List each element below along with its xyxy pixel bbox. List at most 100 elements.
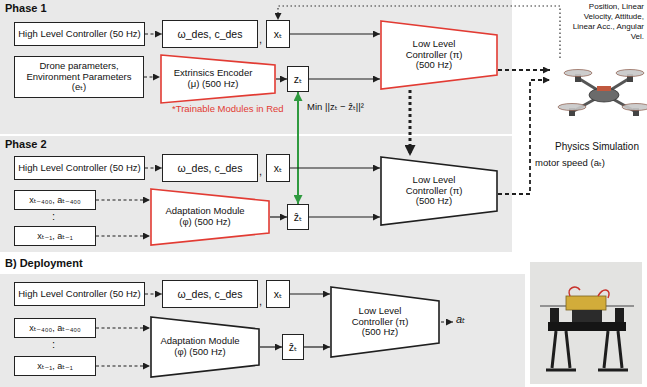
- history-box: xₜ₋₁, aₜ₋₁: [14, 356, 96, 376]
- drone-rotor: [558, 104, 586, 111]
- drone-rotor: [622, 104, 647, 111]
- signal-name: ẑₜ: [289, 341, 297, 353]
- motor: [615, 308, 624, 324]
- connector: [276, 78, 287, 79]
- connector: [290, 167, 380, 168]
- history-box: xₜ₋₄₀₀, aₜ₋₄₀₀: [14, 190, 96, 210]
- ellipsis-mark: :: [52, 338, 55, 351]
- box-label: High Level Controller (50 Hz): [18, 29, 141, 40]
- connector: [96, 327, 150, 328]
- connector: [145, 33, 162, 34]
- latent-box: ẑₜ: [287, 204, 309, 230]
- signal-name: aₜ: [456, 313, 465, 326]
- leg: [552, 331, 622, 368]
- photo-ground: [530, 262, 642, 384]
- latent-box: zₜ: [287, 66, 309, 92]
- box-label: Drone parameters, Environment Parameters: [18, 61, 140, 83]
- signal-name: motor speed (aₜ): [534, 158, 606, 169]
- simulation-figure: Physics Simulation: [550, 58, 644, 154]
- adaptation-trapezoid: Adaptation Module (φ) (500 Hz): [150, 188, 270, 246]
- adaptation-trapezoid: Adaptation Module (φ) (500 Hz): [150, 316, 260, 378]
- module-label: Low Level Controller (π) (500 Hz): [398, 39, 470, 72]
- controller-box: High Level Controller (50 Hz): [14, 156, 145, 180]
- latent-box: ẑₜ: [282, 334, 304, 360]
- history-box: xₜ₋₁, aₜ₋₁: [14, 226, 96, 246]
- connector: [145, 293, 162, 294]
- connector: [409, 90, 412, 156]
- encoder-trapezoid: Extrinsics Encoder (μ) (500 Hz): [160, 54, 276, 104]
- command-box: ω_des, c_des: [162, 280, 258, 308]
- note: *Trainable Modules in Red: [172, 104, 284, 115]
- drone-rotor: [616, 70, 644, 77]
- ellipsis-mark: :: [52, 210, 55, 223]
- signal-name: zₜ: [294, 73, 302, 85]
- module-label: Low Level Controller (π) (500 Hz): [398, 175, 470, 208]
- signal-name: xₜ: [274, 288, 282, 300]
- edge-label: Min ||zₜ − ẑₜ||²: [305, 102, 366, 113]
- state-box: xₜ: [266, 154, 290, 182]
- deployment-panel: B) DeploymentHigh Level Controller (50 H…: [0, 255, 525, 387]
- connector: [260, 346, 282, 347]
- controller-box: High Level Controller (50 Hz): [14, 282, 145, 306]
- connector: [270, 216, 287, 217]
- panel-heading: Phase 1: [0, 0, 512, 17]
- box-label: High Level Controller (50 Hz): [18, 163, 141, 174]
- drone-photo: [530, 262, 642, 384]
- connector: [297, 92, 299, 204]
- connector: [309, 78, 380, 79]
- propeller: [606, 305, 634, 307]
- signal-name: ω_des, c_des: [178, 28, 243, 40]
- connector: [145, 167, 162, 168]
- separator: ,: [259, 165, 262, 178]
- drone-top: [597, 86, 611, 91]
- state-box: xₜ: [266, 20, 290, 48]
- battery: [566, 296, 606, 310]
- trapezoid-outline: [151, 317, 259, 377]
- command-box: ω_des, c_des: [162, 154, 258, 182]
- signal-name: ω_des, c_des: [178, 162, 243, 174]
- controller-trapezoid: Low Level Controller (π) (500 Hz): [380, 156, 498, 226]
- wire: [569, 287, 609, 298]
- module-label: Adaptation Module (φ) (500 Hz): [156, 336, 244, 358]
- frame: [548, 322, 626, 331]
- panel-heading: Phase 2: [0, 136, 512, 153]
- connector: [309, 216, 380, 217]
- trapezoid-outline: [381, 157, 497, 225]
- module-label: Low Level Controller (π) (500 Hz): [344, 306, 416, 339]
- module-label: Extrinsics Encoder (μ) (500 Hz): [169, 68, 257, 90]
- signal-name: xₜ₋₄₀₀, aₜ₋₄₀₀: [29, 195, 81, 205]
- signal-name: xₜ: [274, 162, 282, 174]
- box-label: (eₜ): [72, 82, 86, 93]
- propeller: [540, 305, 568, 307]
- connector: [498, 80, 550, 194]
- motor: [550, 308, 559, 324]
- module-label: Adaptation Module (φ) (500 Hz): [161, 206, 249, 228]
- phase-panel: Phase 2 High Level Controller (50 Hz) ω_de…: [0, 136, 512, 252]
- signal-name: xₜ₋₁, aₜ₋₁: [37, 361, 72, 371]
- panel-ground: [0, 0, 512, 134]
- controller-trapezoid: Low Level Controller (π) (500 Hz): [380, 20, 498, 90]
- signal-name: xₜ: [274, 28, 282, 40]
- connector: [290, 293, 330, 294]
- signal-list: Position, Linear Velocity, Attitude, Lin…: [566, 2, 644, 42]
- connector: [96, 235, 150, 236]
- signal-name: xₜ₋₁, aₜ₋₁: [37, 231, 72, 241]
- controller-trapezoid: Low Level Controller (π) (500 Hz): [330, 286, 440, 358]
- figure-caption: Physics Simulation: [555, 141, 639, 155]
- connector: [498, 69, 550, 71]
- panel-ground: [0, 274, 525, 387]
- command-box: ω_des, c_des: [162, 20, 258, 48]
- trapezoid-outline: [331, 287, 439, 357]
- signal-name: xₜ₋₄₀₀, aₜ₋₄₀₀: [29, 323, 81, 333]
- board: [572, 310, 602, 322]
- panel-heading: B) Deployment: [0, 255, 525, 272]
- trapezoid-outline: [151, 189, 269, 245]
- separator: ,: [259, 33, 262, 46]
- connector: [290, 33, 380, 34]
- sim-drone: [558, 70, 647, 117]
- connector: [304, 346, 330, 347]
- connector: [96, 199, 150, 200]
- output-arrow: [441, 321, 453, 322]
- separator: ,: [259, 295, 262, 308]
- history-box: xₜ₋₄₀₀, aₜ₋₄₀₀: [14, 318, 96, 338]
